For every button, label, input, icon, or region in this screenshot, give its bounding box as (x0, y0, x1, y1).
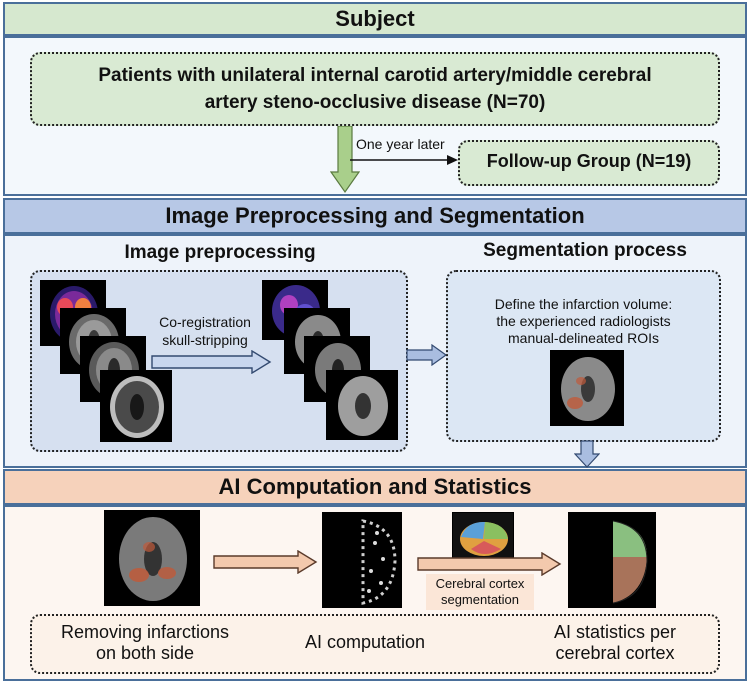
removing-line-1: Removing infarctions (60, 622, 230, 642)
segmentation-down-arrow (574, 440, 600, 468)
ai-header: AI Computation and Statistics (3, 469, 747, 505)
subject-down-arrow (330, 126, 360, 194)
followup-box (458, 140, 720, 186)
ai-computation-image (322, 512, 402, 608)
subject-header: Subject (3, 2, 747, 36)
cortex-statistics-image (568, 512, 656, 608)
stats-line-1: AI statistics per (553, 622, 677, 642)
patients-line-2: artery steno-occlusive disease (N=70) (204, 92, 546, 113)
define-infarction-text: Define the infarction volume: the experi… (446, 296, 721, 347)
coregistration-label: Co-registration skull-stripping (150, 313, 260, 349)
one-year-later-label: One year later (356, 136, 445, 152)
stats-line-2: cerebral cortex (555, 643, 675, 663)
cortex-seg-line-1: Cerebral cortex (435, 576, 525, 591)
cortex-seg-line-2: segmentation (440, 592, 520, 607)
infarction-brain-image (104, 510, 200, 606)
patients-box (30, 52, 720, 126)
followup-text: Follow-up Group (N=19) (486, 151, 692, 171)
ai-computation-label: AI computation (304, 632, 426, 652)
preprocessing-arrow (151, 350, 272, 374)
coregistration-line: Co-registration (159, 314, 251, 330)
define-line-3: manual-delineated ROIs (508, 330, 659, 346)
image-preprocessing-heading: Image preprocessing (124, 242, 316, 263)
define-line-1: Define the infarction volume: (494, 296, 673, 312)
subject-title: Subject (335, 6, 415, 31)
ai-statistics-label: AI statistics per cerebral cortex (520, 622, 710, 664)
ai-steps-box (30, 614, 720, 674)
define-line-2: the experienced radiologists (496, 313, 671, 329)
ai-arrow-1 (213, 550, 318, 574)
cortex-atlas-image (452, 512, 514, 562)
patients-line-1: Patients with unilateral internal caroti… (98, 65, 652, 86)
removing-line-2: on both side (95, 643, 195, 663)
ai-title: AI Computation and Statistics (218, 474, 532, 499)
followup-branch-arrow (350, 155, 458, 165)
preprocessing-header: Image Preprocessing and Segmentation (3, 198, 747, 234)
ai-arrow-2 (417, 552, 562, 576)
segmentation-process-heading: Segmentation process (483, 240, 687, 261)
cortex-seg-label: Cerebral cortex segmentation (426, 574, 534, 610)
preprocessing-title: Image Preprocessing and Segmentation (165, 203, 585, 228)
to-segmentation-arrow (406, 344, 448, 366)
skull-stripping-line: skull-stripping (162, 332, 248, 348)
removing-infarctions-label: Removing infarctions on both side (40, 622, 250, 664)
segmented-roi-image (550, 350, 624, 426)
processed-mri-3 (326, 370, 398, 440)
mri-scan-3 (100, 370, 172, 442)
patients-text: Patients with unilateral internal caroti… (30, 62, 720, 116)
